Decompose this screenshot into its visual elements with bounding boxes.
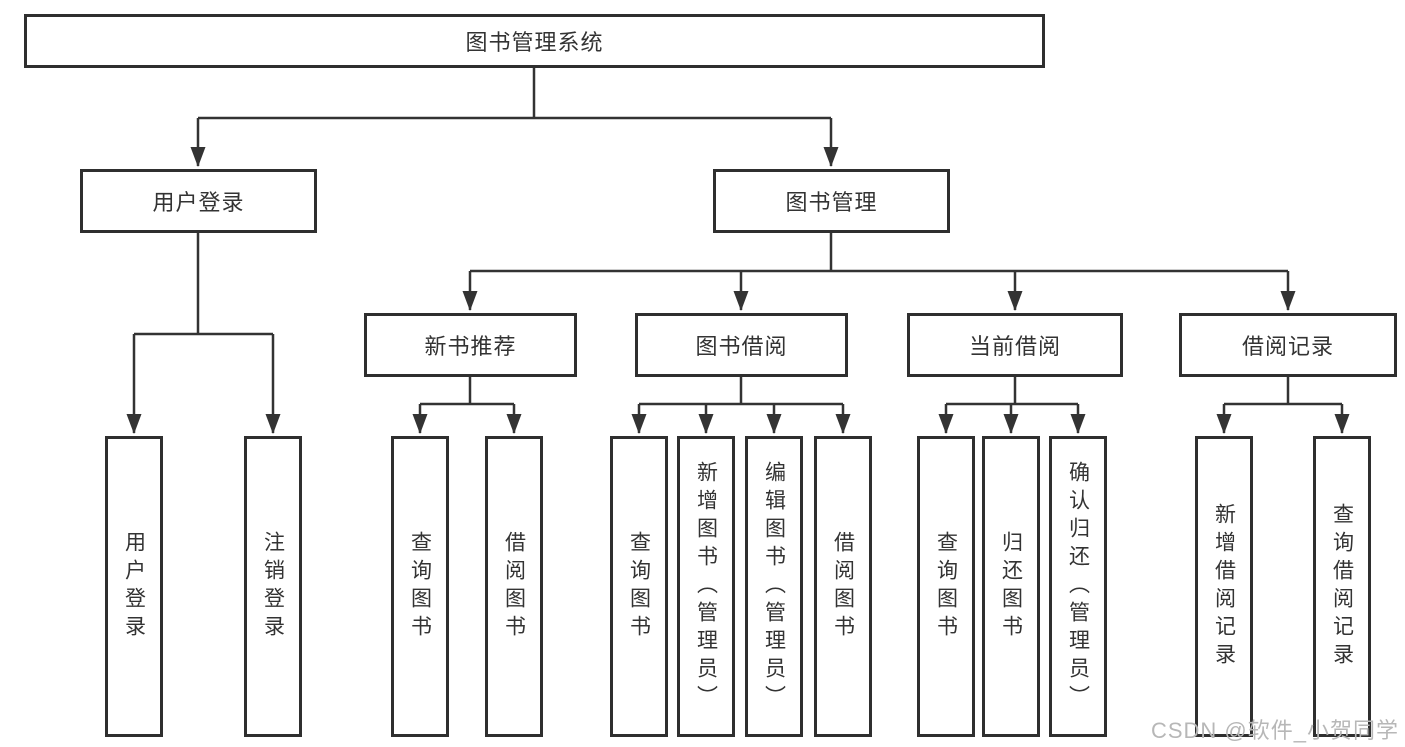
node-label: 借阅图书 — [502, 530, 526, 643]
node-label: 当前借阅 — [968, 334, 1061, 359]
leaf-nbr-borrow-books: 借阅图书 — [485, 436, 543, 737]
node-label: 新增图书（管理员） — [694, 460, 718, 713]
node-label: 用户登录 — [152, 190, 245, 215]
node-label: 查询借阅记录 — [1330, 502, 1354, 671]
leaf-cb-confirm-return-admin: 确认归还（管理员） — [1049, 436, 1107, 737]
leaf-logout: 注销登录 — [244, 436, 302, 737]
leaf-cb-query-books: 查询图书 — [917, 436, 975, 737]
node-label: 借阅记录 — [1241, 334, 1334, 359]
node-label: 确认归还（管理员） — [1066, 460, 1090, 713]
node-label: 编辑图书（管理员） — [762, 460, 786, 713]
node-label: 查询图书 — [627, 530, 651, 643]
node-label: 归还图书 — [999, 530, 1023, 643]
leaf-bb-borrow-books: 借阅图书 — [814, 436, 872, 737]
node-current-borrowing: 当前借阅 — [907, 313, 1123, 377]
node-label: 新书推荐 — [424, 334, 517, 359]
leaf-br-query-record: 查询借阅记录 — [1313, 436, 1371, 737]
leaf-cb-return-books: 归还图书 — [982, 436, 1040, 737]
node-label: 用户登录 — [122, 530, 146, 643]
node-borrowing-records: 借阅记录 — [1179, 313, 1397, 377]
node-book-borrowing: 图书借阅 — [635, 313, 848, 377]
node-library-management-system: 图书管理系统 — [24, 14, 1045, 68]
node-label: 新增借阅记录 — [1212, 502, 1236, 671]
node-label: 查询图书 — [934, 530, 958, 643]
node-label: 图书借阅 — [695, 334, 788, 359]
node-label: 注销登录 — [261, 530, 285, 643]
leaf-bb-query-books: 查询图书 — [610, 436, 668, 737]
leaf-br-add-record: 新增借阅记录 — [1195, 436, 1253, 737]
leaf-nbr-query-books: 查询图书 — [391, 436, 449, 737]
node-book-management: 图书管理 — [713, 169, 950, 233]
csdn-watermark: CSDN @软件_小贺同学 — [1150, 718, 1399, 743]
node-label: 借阅图书 — [831, 530, 855, 643]
leaf-user-login: 用户登录 — [105, 436, 163, 737]
node-new-book-recommend: 新书推荐 — [364, 313, 577, 377]
node-label: 图书管理 — [785, 190, 878, 215]
node-label: 图书管理系统 — [465, 30, 604, 55]
node-user-login: 用户登录 — [80, 169, 317, 233]
leaf-bb-edit-books-admin: 编辑图书（管理员） — [745, 436, 803, 737]
node-label: 查询图书 — [408, 530, 432, 643]
leaf-bb-add-books-admin: 新增图书（管理员） — [677, 436, 735, 737]
